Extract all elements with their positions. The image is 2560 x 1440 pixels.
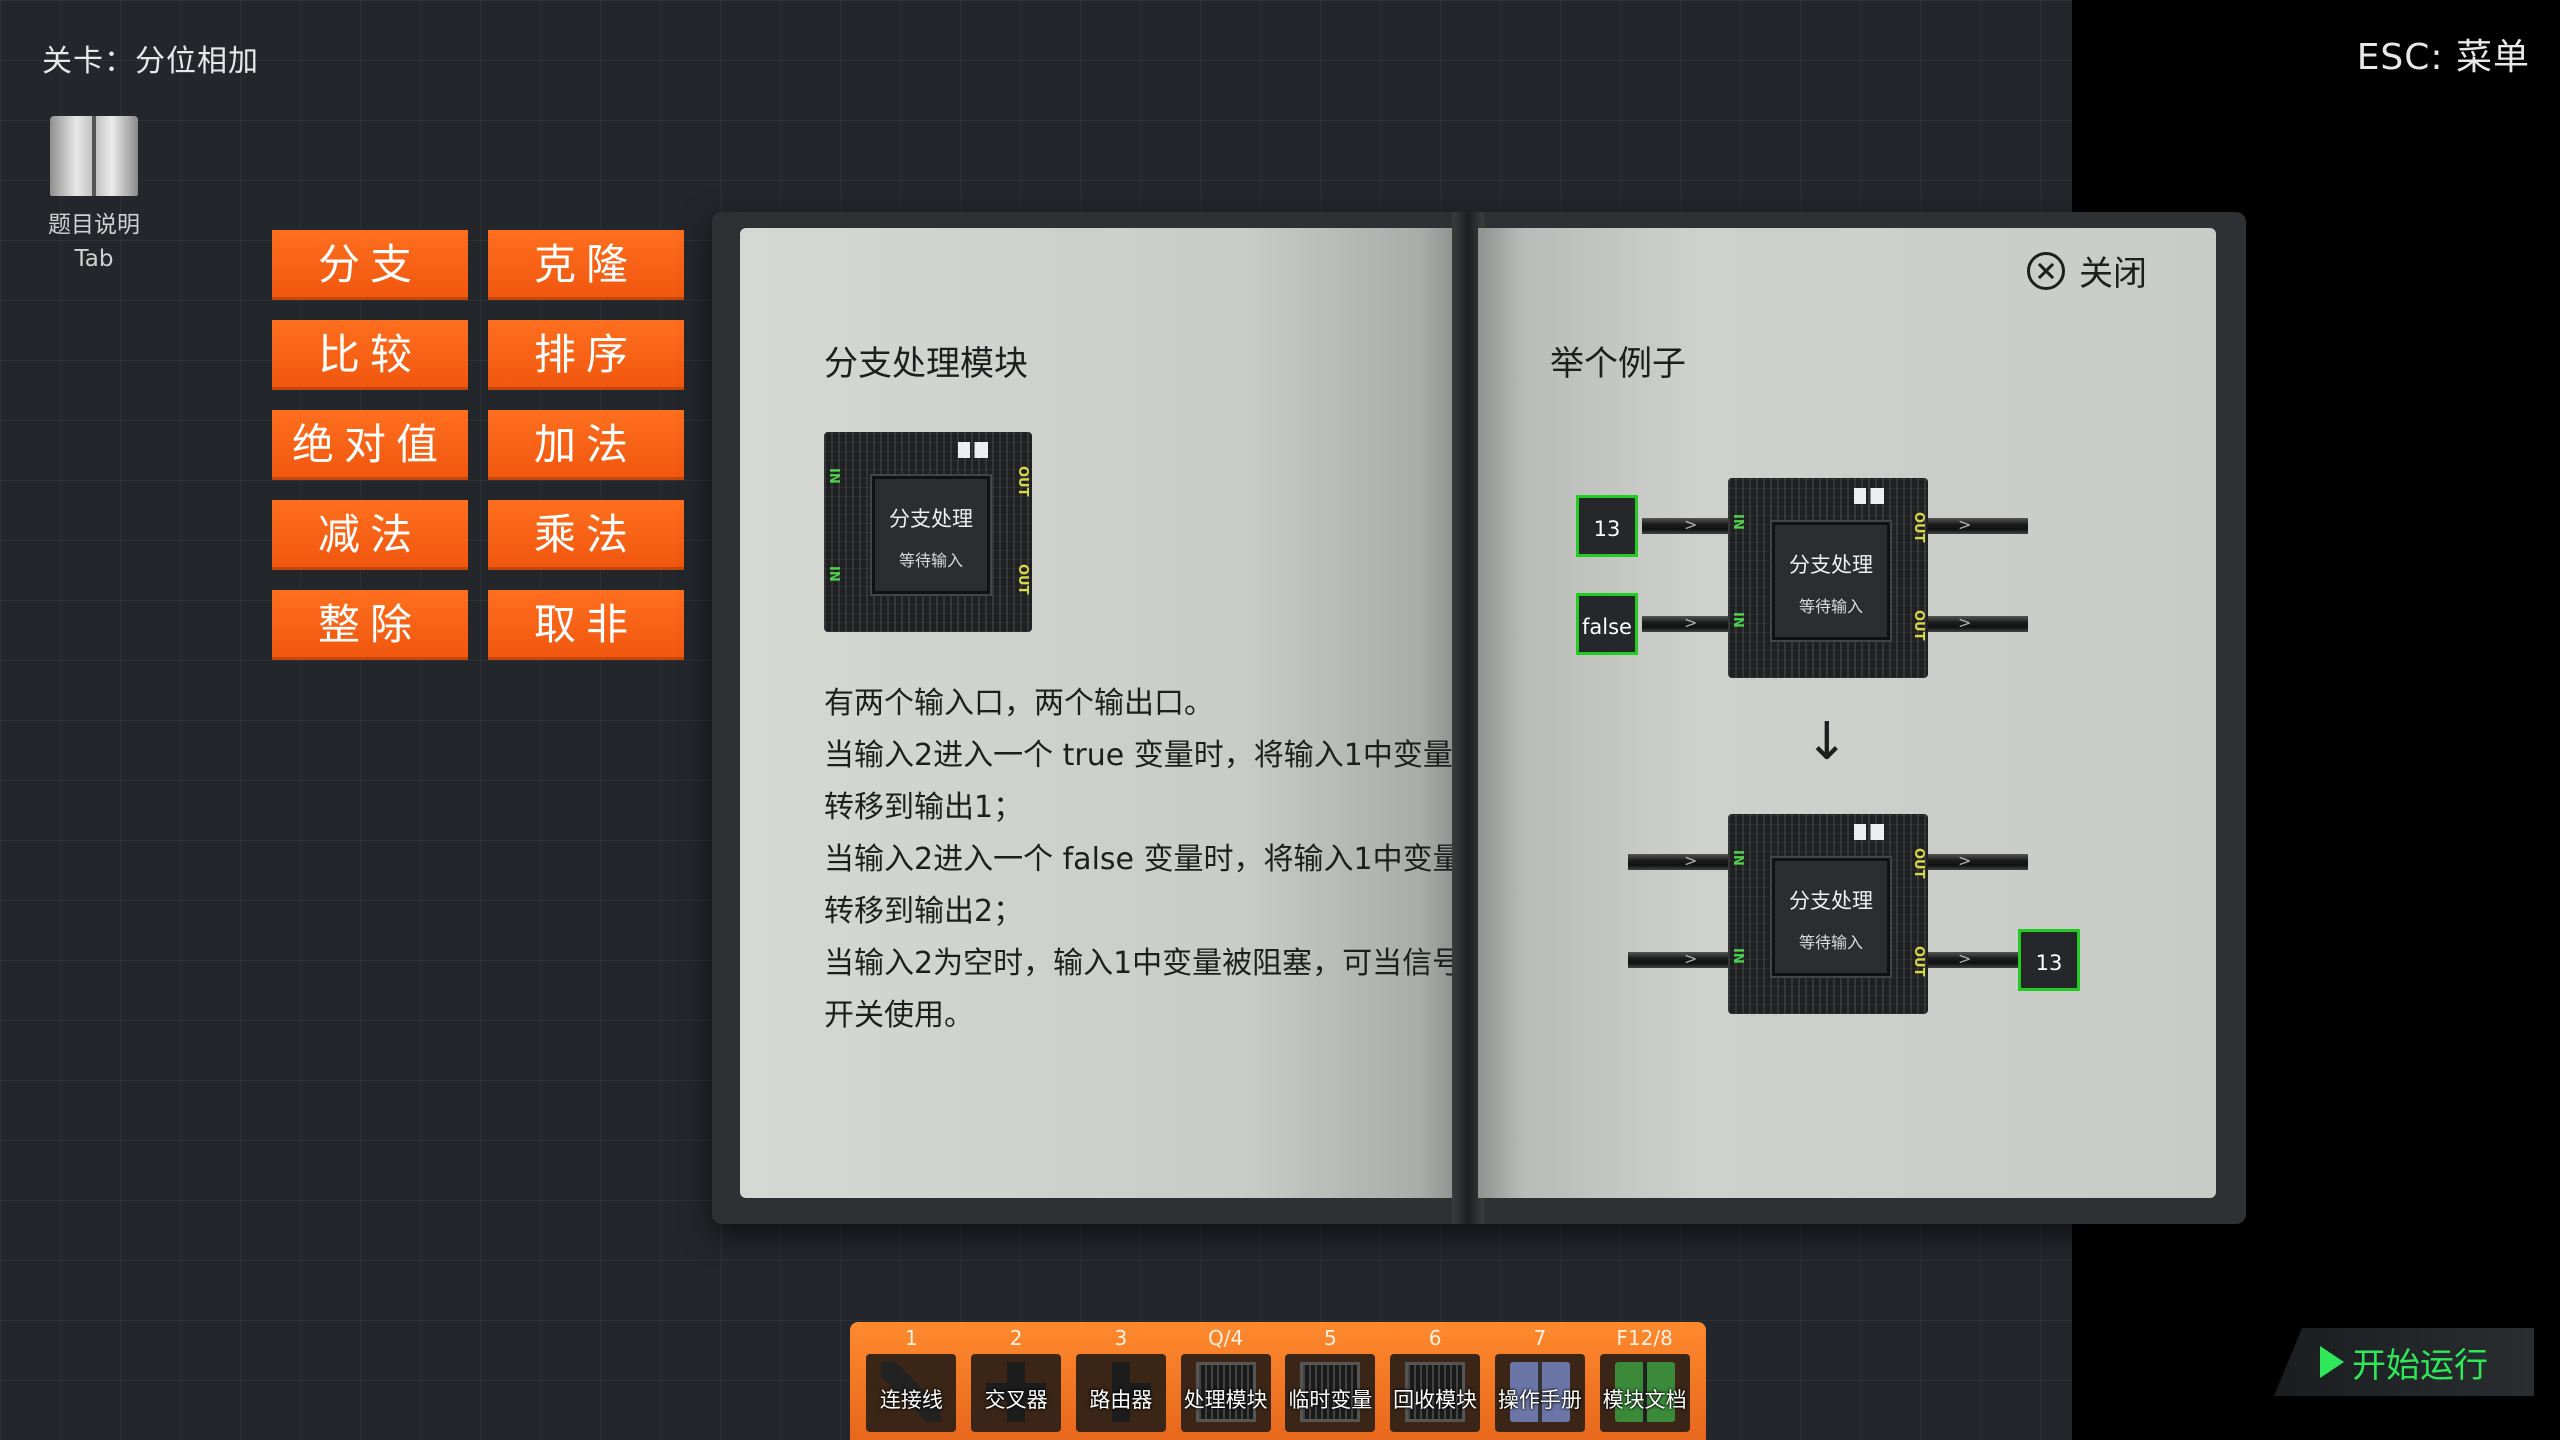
- recycle-module-icon: [1405, 1362, 1466, 1422]
- tool-module-docs[interactable]: F12/8 模块文档: [1595, 1322, 1694, 1440]
- tool-temp-variable[interactable]: 5 临时变量: [1281, 1322, 1380, 1440]
- module-heading: 分支处理模块: [824, 344, 1028, 384]
- tool-hotkey: 3: [1114, 1326, 1128, 1350]
- tool-label: 交叉器: [984, 1388, 1048, 1412]
- chip-in-label-1: IN: [1730, 850, 1745, 866]
- tool-label: 路由器: [1089, 1388, 1153, 1412]
- module-list: 分支 克隆 比较 排序 绝对值 加法 减法 乘法 整除 取非: [272, 230, 684, 660]
- tool-label: 连接线: [879, 1388, 943, 1412]
- output-wire-1-after: >: [1922, 851, 2028, 870]
- tool-recycle-module[interactable]: 6 回收模块: [1386, 1322, 1485, 1440]
- module-button-add[interactable]: 加法: [488, 410, 684, 480]
- module-button-compare[interactable]: 比较: [272, 320, 468, 390]
- module-button-not[interactable]: 取非: [488, 590, 684, 660]
- chip-status: 等待输入: [898, 551, 963, 570]
- manual-icon: [1509, 1362, 1570, 1422]
- module-description: 有两个输入口，两个输出口。 当输入2进入一个 true 变量时，将输入1中变量转…: [824, 678, 1464, 1042]
- router-icon: [1090, 1362, 1151, 1422]
- tool-label: 模块文档: [1602, 1388, 1687, 1412]
- book-left-page: 分支处理模块 分支处理 等待输入 IN IN OUT OUT 有两个输入口，两个…: [740, 228, 1463, 1198]
- tool-label: 回收模块: [1393, 1388, 1478, 1412]
- chip-out-label-2: OUT: [1911, 946, 1926, 977]
- level-title: 关卡：分位相加: [42, 44, 259, 79]
- module-button-abs[interactable]: 绝对值: [272, 410, 468, 480]
- module-button-branch[interactable]: 分支: [272, 230, 468, 300]
- input-wire-1-after: >: [1628, 851, 1730, 870]
- chip-in-label-2: IN: [826, 566, 841, 582]
- branch-chip-illustration: 分支处理 等待输入 IN IN OUT OUT: [824, 432, 1032, 632]
- close-icon: [2027, 251, 2065, 290]
- book-icon: [48, 116, 140, 196]
- start-run-label: 开始运行: [2352, 1345, 2488, 1386]
- module-docs-icon: [1614, 1362, 1675, 1422]
- tool-hotkey: 7: [1533, 1326, 1547, 1350]
- chip-out-label-2: OUT: [1911, 610, 1926, 641]
- tool-hotkey: Q/4: [1208, 1326, 1244, 1350]
- start-run-button[interactable]: 开始运行: [2274, 1328, 2534, 1396]
- module-button-multiply[interactable]: 乘法: [488, 500, 684, 570]
- wire-icon: [881, 1362, 942, 1422]
- problem-description-button[interactable]: 题目说明 Tab: [46, 116, 142, 276]
- module-button-sort[interactable]: 排序: [488, 320, 684, 390]
- play-icon: [2320, 1346, 2344, 1378]
- example-output-var-2: 13: [2018, 929, 2080, 991]
- tool-processor[interactable]: Q/4 处理模块: [1176, 1322, 1275, 1440]
- example-chip-after: 分支处理 等待输入 IN IN OUT OUT: [1728, 814, 1928, 1014]
- tool-manual[interactable]: 7 操作手册: [1491, 1322, 1590, 1440]
- tool-hotkey: 2: [1009, 1326, 1023, 1350]
- chip-status: 等待输入: [1798, 597, 1863, 616]
- down-arrow-icon: ↓: [1805, 712, 1849, 772]
- tool-label: 处理模块: [1183, 1388, 1268, 1412]
- description-line: 当输入2为空时，输入1中变量被阻塞，可当信号开关使用。: [824, 946, 1463, 1033]
- chip-title: 分支处理: [1789, 889, 1873, 913]
- chip-out-label-1: OUT: [1015, 466, 1030, 497]
- chip-title: 分支处理: [889, 507, 973, 531]
- chip-in-label-2: IN: [1730, 948, 1745, 964]
- module-docs-book: 分支处理模块 分支处理 等待输入 IN IN OUT OUT 有两个输入口，两个…: [712, 212, 2246, 1224]
- tool-hotkey: 6: [1428, 1326, 1442, 1350]
- chip-out-label-1: OUT: [1911, 848, 1926, 879]
- tool-label: 临时变量: [1288, 1388, 1373, 1412]
- output-wire-2: >: [1922, 613, 2028, 632]
- chip-title: 分支处理: [1789, 553, 1873, 577]
- tool-crossover[interactable]: 2 交叉器: [967, 1322, 1066, 1440]
- example-input-var-2: false: [1576, 593, 1638, 655]
- problem-description-label: 题目说明 Tab: [48, 212, 140, 272]
- module-button-divide[interactable]: 整除: [272, 590, 468, 660]
- tool-label: 操作手册: [1497, 1388, 1582, 1412]
- crossover-icon: [986, 1362, 1047, 1422]
- input-wire-2-after: >: [1628, 949, 1730, 968]
- description-line: 当输入2进入一个 true 变量时，将输入1中变量转移到输出1；: [824, 738, 1453, 825]
- output-wire-2-after: >: [1922, 949, 2028, 968]
- temp-variable-icon: [1300, 1362, 1361, 1422]
- description-line: 有两个输入口，两个输出口。: [824, 686, 1214, 721]
- book-right-page: [1478, 228, 2216, 1198]
- output-wire-1: >: [1922, 515, 2028, 534]
- description-line: 当输入2进入一个 false 变量时，将输入1中变量转移到输出2；: [824, 842, 1463, 929]
- chip-status: 等待输入: [1798, 933, 1863, 952]
- tool-bar: 1 连接线 2 交叉器 3 路由器 Q/4 处理模块 5 临时变量 6 回收模块…: [850, 1322, 1706, 1440]
- close-book-button[interactable]: 关闭: [2027, 246, 2147, 295]
- close-label: 关闭: [2079, 254, 2147, 294]
- esc-menu-hint[interactable]: ESC: 菜单: [2356, 37, 2530, 78]
- example-heading: 举个例子: [1550, 344, 1686, 384]
- example-input-var-1: 13: [1576, 495, 1638, 557]
- chip-in-label-1: IN: [826, 468, 841, 484]
- tool-hotkey: 1: [905, 1326, 918, 1350]
- example-chip-before: 分支处理 等待输入 IN IN OUT OUT: [1728, 478, 1928, 678]
- tool-router[interactable]: 3 路由器: [1072, 1322, 1171, 1440]
- input-wire-2: >: [1642, 613, 1730, 632]
- chip-in-label-2: IN: [1730, 612, 1745, 628]
- chip-in-label-1: IN: [1730, 514, 1745, 530]
- module-button-clone[interactable]: 克隆: [488, 230, 684, 300]
- processor-icon: [1195, 1362, 1256, 1422]
- input-wire-1: >: [1642, 515, 1730, 534]
- tool-hotkey: F12/8: [1616, 1326, 1673, 1350]
- chip-out-label-1: OUT: [1911, 512, 1926, 543]
- tool-hotkey: 5: [1324, 1326, 1337, 1350]
- module-button-subtract[interactable]: 减法: [272, 500, 468, 570]
- tool-wire[interactable]: 1 连接线: [862, 1322, 961, 1440]
- chip-out-label-2: OUT: [1015, 564, 1030, 595]
